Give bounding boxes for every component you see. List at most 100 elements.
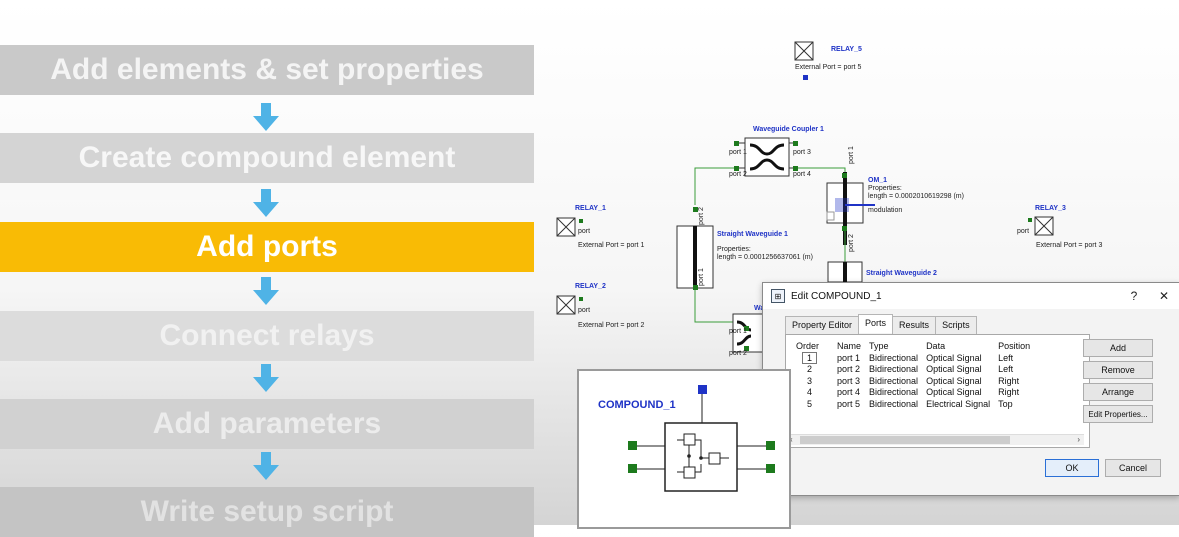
tab-property-editor[interactable]: Property Editor bbox=[785, 316, 860, 335]
tab-results[interactable]: Results bbox=[892, 316, 937, 335]
step-add-elements: Add elements & set properties bbox=[0, 45, 534, 95]
om-length: length = 0.0002010619298 (m) bbox=[868, 193, 964, 200]
dialog-tabs: Property Editor Ports Results Scripts bbox=[785, 314, 977, 335]
wg-partial-port2: port 2 bbox=[729, 350, 747, 357]
step-add-parameters: Add parameters bbox=[0, 399, 534, 449]
dialog-titlebar[interactable]: ⊞ Edit COMPOUND_1 ? ✕ bbox=[763, 283, 1179, 309]
type-cell: Bidirectional bbox=[869, 398, 919, 409]
down-arrow-icon bbox=[253, 277, 279, 305]
col-data[interactable]: Data bbox=[926, 340, 946, 351]
name-cell: port 4 bbox=[837, 387, 861, 398]
step-label: Connect relays bbox=[159, 319, 375, 352]
help-button[interactable]: ? bbox=[1130, 289, 1138, 303]
col-order[interactable]: Order bbox=[796, 340, 820, 351]
om-port2: port 2 bbox=[848, 234, 855, 252]
down-arrow-icon bbox=[253, 103, 279, 131]
relay1-prop: External Port = port 1 bbox=[578, 242, 645, 249]
step-label: Add parameters bbox=[152, 407, 382, 440]
ports-panel: Order Name Type Data Position 1 port 1 B… bbox=[785, 334, 1090, 448]
data-cell: Optical Signal bbox=[926, 387, 982, 398]
scroll-right-icon[interactable]: › bbox=[1077, 435, 1080, 444]
relay3-name: RELAY_3 bbox=[1035, 205, 1066, 212]
table-row[interactable]: 2 port 2 Bidirectional Optical Signal Le… bbox=[792, 364, 1034, 376]
relay1-name: RELAY_1 bbox=[575, 205, 606, 212]
schematic-wires bbox=[556, 41, 1054, 353]
step-write-setup-script: Write setup script bbox=[0, 487, 534, 537]
edit-properties-button[interactable]: Edit Properties... bbox=[1083, 405, 1153, 423]
scroll-left-icon[interactable]: ‹ bbox=[790, 435, 793, 444]
down-arrow-icon bbox=[253, 189, 279, 217]
relay2-port: port bbox=[578, 307, 591, 314]
step-label: Add ports bbox=[196, 230, 338, 263]
coupler-port1: port 1 bbox=[729, 149, 747, 156]
cancel-button[interactable]: Cancel bbox=[1105, 459, 1161, 477]
position-cell: Left bbox=[998, 364, 1014, 375]
tab-scripts[interactable]: Scripts bbox=[935, 316, 977, 335]
col-name[interactable]: Name bbox=[837, 340, 862, 351]
arrange-button[interactable]: Arrange bbox=[1083, 383, 1153, 401]
relay3-port: port bbox=[1017, 228, 1030, 235]
data-cell: Optical Signal bbox=[926, 352, 982, 363]
relay3-prop: External Port = port 3 bbox=[1036, 242, 1103, 249]
step-label: Create compound element bbox=[78, 141, 456, 174]
compound-symbol-icon bbox=[628, 385, 775, 492]
sw1-name: Straight Waveguide 1 bbox=[717, 231, 788, 238]
coupler-port4: port 4 bbox=[793, 171, 811, 178]
horizontal-scrollbar[interactable]: ‹ › bbox=[788, 434, 1084, 445]
tab-ports[interactable]: Ports bbox=[858, 314, 894, 333]
table-row[interactable]: 1 port 1 Bidirectional Optical Signal Le… bbox=[792, 351, 1034, 364]
table-row[interactable]: 3 port 3 Bidirectional Optical Signal Ri… bbox=[792, 375, 1034, 387]
step-label: Write setup script bbox=[140, 495, 394, 528]
sw1-prop-header: Properties: bbox=[717, 246, 751, 253]
relay2-name: RELAY_2 bbox=[575, 283, 606, 290]
down-arrow-icon bbox=[253, 452, 279, 480]
dialog-title: Edit COMPOUND_1 bbox=[791, 290, 882, 302]
table-header: Order Name Type Data Position bbox=[792, 339, 1034, 352]
coupler-port3: port 3 bbox=[793, 149, 811, 156]
sw2-name: Straight Waveguide 2 bbox=[866, 270, 937, 277]
relay5-prop: External Port = port 5 bbox=[795, 64, 862, 71]
ports-table[interactable]: Order Name Type Data Position 1 port 1 B… bbox=[792, 339, 1034, 410]
type-cell: Bidirectional bbox=[869, 364, 919, 375]
sw1-length: length = 0.0001256637061 (m) bbox=[717, 254, 813, 261]
name-cell: port 3 bbox=[837, 375, 861, 386]
position-cell: Right bbox=[998, 387, 1020, 398]
type-cell: Bidirectional bbox=[869, 352, 919, 363]
name-cell: port 5 bbox=[837, 398, 861, 409]
om-port1: port 1 bbox=[848, 146, 855, 164]
data-cell: Electrical Signal bbox=[926, 398, 991, 409]
order-cell: 5 bbox=[807, 398, 813, 409]
col-type[interactable]: Type bbox=[869, 340, 889, 351]
close-button[interactable]: ✕ bbox=[1158, 289, 1170, 303]
relay5-name: RELAY_5 bbox=[831, 46, 862, 53]
sw1-port1: port 1 bbox=[698, 268, 705, 286]
type-cell: Bidirectional bbox=[869, 375, 919, 386]
schematic-canvas[interactable]: RELAY_5 External Port = port 5 Waveguide… bbox=[545, 0, 1179, 525]
col-position[interactable]: Position bbox=[998, 340, 1031, 351]
order-cell[interactable]: 1 bbox=[802, 351, 818, 364]
table-row[interactable]: 5 port 5 Bidirectional Electrical Signal… bbox=[792, 398, 1034, 410]
scrollbar-thumb[interactable] bbox=[800, 436, 1010, 444]
om-modulation: modulation bbox=[868, 207, 903, 214]
relay1-port: port bbox=[578, 228, 591, 235]
add-button[interactable]: Add bbox=[1083, 339, 1153, 357]
edit-compound-dialog[interactable]: ⊞ Edit COMPOUND_1 ? ✕ Property Editor Po… bbox=[762, 282, 1179, 496]
relay2-prop: External Port = port 2 bbox=[578, 322, 645, 329]
position-cell: Right bbox=[998, 375, 1020, 386]
name-cell: port 1 bbox=[837, 352, 861, 363]
coupler-port2: port 2 bbox=[729, 171, 747, 178]
order-cell: 3 bbox=[807, 375, 813, 386]
step-connect-relays: Connect relays bbox=[0, 311, 534, 361]
position-cell: Top bbox=[998, 398, 1013, 409]
coupler-name: Waveguide Coupler 1 bbox=[753, 126, 824, 133]
position-cell: Left bbox=[998, 352, 1014, 363]
step-add-ports: Add ports bbox=[0, 222, 534, 272]
step-label: Add elements & set properties bbox=[50, 53, 484, 86]
app-icon: ⊞ bbox=[771, 289, 785, 303]
ok-button[interactable]: OK bbox=[1045, 459, 1099, 477]
data-cell: Optical Signal bbox=[926, 364, 982, 375]
step-create-compound: Create compound element bbox=[0, 133, 534, 183]
table-row[interactable]: 4 port 4 Bidirectional Optical Signal Ri… bbox=[792, 387, 1034, 399]
remove-button[interactable]: Remove bbox=[1083, 361, 1153, 379]
compound-preview: COMPOUND_1 bbox=[577, 369, 791, 529]
